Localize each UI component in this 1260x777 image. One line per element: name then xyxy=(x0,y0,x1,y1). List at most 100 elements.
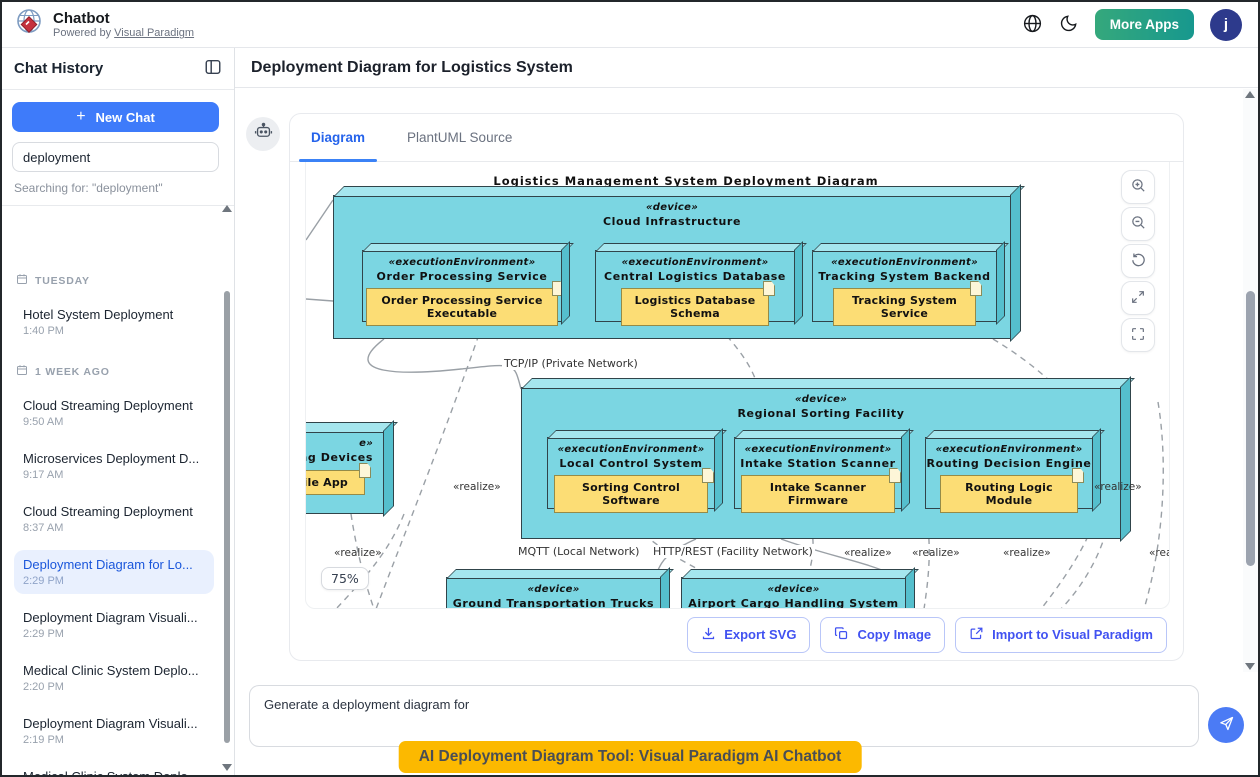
node-regional-sorting-facility: «device» Regional Sorting Facility «exec… xyxy=(521,387,1121,539)
scroll-up-arrow-icon[interactable] xyxy=(1245,91,1255,98)
zoom-in-button[interactable] xyxy=(1121,170,1155,204)
sidebar-divider xyxy=(2,205,234,206)
calendar-icon xyxy=(16,364,28,379)
zoom-in-icon xyxy=(1130,177,1147,197)
realize-label: «realize» xyxy=(334,547,382,559)
reset-view-button[interactable] xyxy=(1121,244,1155,278)
node-name-fragment: ing Devices xyxy=(306,451,373,464)
device-stereotype: «device» xyxy=(527,584,580,595)
chat-history-item[interactable]: Microservices Deployment D... 9:17 AM xyxy=(23,451,200,481)
brand: Chatbot Powered by Visual Paradigm xyxy=(14,7,194,42)
tab-diagram[interactable]: Diagram xyxy=(298,114,378,162)
env-stereotype: «executionEnvironment» xyxy=(831,257,978,268)
chat-message-input[interactable]: Generate a deployment diagram for xyxy=(249,685,1199,747)
search-status: Searching for: "deployment" xyxy=(14,181,163,195)
paper-plane-icon xyxy=(1218,715,1235,735)
chat-history-item-selected[interactable]: Deployment Diagram for Lo... 2:29 PM xyxy=(14,550,214,594)
scroll-up-arrow-icon[interactable] xyxy=(222,205,232,212)
conversation-title: Deployment Diagram for Logistics System xyxy=(251,58,573,76)
history-group-header: TUESDAY xyxy=(16,273,214,288)
fit-expand-button[interactable] xyxy=(1121,281,1155,315)
sidebar-header: Chat History xyxy=(2,48,234,90)
chat-history-item[interactable]: Cloud Streaming Deployment 9:50 AM xyxy=(23,398,193,428)
visual-paradigm-logo-icon xyxy=(14,7,44,42)
dark-mode-button[interactable] xyxy=(1059,13,1079,36)
artifact-page-icon xyxy=(1072,468,1084,483)
main-scrollbar[interactable] xyxy=(1243,89,1258,672)
calendar-icon xyxy=(16,273,28,288)
search-input[interactable] xyxy=(12,142,219,172)
visual-paradigm-link[interactable]: Visual Paradigm xyxy=(114,27,195,40)
chat-history-item[interactable]: Deployment Diagram Visuali... 2:19 PM xyxy=(23,716,198,746)
chat-history-list: TUESDAY Hotel System Deployment 1:40 PM … xyxy=(2,249,234,777)
collapse-sidebar-button[interactable] xyxy=(204,58,222,79)
node-name: Regional Sorting Facility xyxy=(737,407,905,420)
import-to-visual-paradigm-button[interactable]: Import to Visual Paradigm xyxy=(955,616,1167,653)
more-apps-button[interactable]: More Apps xyxy=(1094,9,1194,40)
top-right-controls: More Apps j xyxy=(1022,8,1242,41)
device-stereotype: «device» xyxy=(646,202,698,213)
scroll-down-arrow-icon[interactable] xyxy=(1245,663,1255,670)
moon-icon xyxy=(1059,13,1079,36)
export-svg-button[interactable]: Export SVG xyxy=(687,616,811,653)
device-stereotype: «device» xyxy=(795,394,847,405)
chat-history-sidebar: Chat History + New Chat Searching for: "… xyxy=(2,48,235,777)
chat-history-item[interactable]: Deployment Diagram Visuali... 2:29 PM xyxy=(23,610,198,640)
copy-image-button[interactable]: Copy Image xyxy=(820,616,946,653)
sidebar-title: Chat History xyxy=(14,60,104,77)
language-globe-button[interactable] xyxy=(1022,13,1043,37)
tab-plantuml-source[interactable]: PlantUML Source xyxy=(407,130,513,145)
chat-history-item[interactable]: Medical Clinic System Deplo... xyxy=(23,769,199,777)
realize-label: «realize» xyxy=(453,481,501,493)
node-central-logistics-database: «executionEnvironment» Central Logistics… xyxy=(595,250,795,326)
node-intake-station-scanner: «executionEnvironment» Intake Station Sc… xyxy=(734,437,902,513)
sidebar-scrollbar[interactable] xyxy=(222,203,232,773)
fullscreen-button[interactable] xyxy=(1121,318,1155,352)
chat-history-item[interactable]: Hotel System Deployment 1:40 PM xyxy=(23,307,174,337)
artifact-tracking-system-service: Tracking System Service xyxy=(833,281,982,326)
new-chat-button[interactable]: + New Chat xyxy=(12,102,219,132)
history-group-header: 1 WEEK AGO xyxy=(16,364,214,379)
app-title: Chatbot xyxy=(53,9,110,27)
artifact-sorting-control-software: Sorting Control Software xyxy=(554,468,714,513)
node-order-processing-service: «executionEnvironment» Order Processing … xyxy=(362,250,564,326)
node-ground-transportation-trucks: «device» Ground Transportation Trucks xyxy=(446,577,661,609)
external-link-icon xyxy=(969,626,984,644)
chat-history-item[interactable]: Medical Clinic System Deplo... 2:20 PM xyxy=(23,663,199,693)
robot-icon xyxy=(254,122,273,146)
chat-history-item[interactable]: Cloud Streaming Deployment 8:37 AM xyxy=(23,504,193,534)
node-clipped-left-devices: e» ing Devices r Mobile App xyxy=(306,431,384,514)
diagram-zoom-controls xyxy=(1121,170,1155,352)
node-cloud-infrastructure: «device» Cloud Infrastructure «execution… xyxy=(333,195,1011,339)
env-stereotype: «executionEnvironment» xyxy=(744,444,892,455)
bot-message-row: Diagram PlantUML Source xyxy=(235,89,1258,661)
scroll-down-arrow-icon[interactable] xyxy=(222,764,232,771)
node-name: Intake Station Scanner xyxy=(740,457,896,470)
link-label-http: HTTP/REST (Facility Network) xyxy=(651,545,815,558)
main-scrollbar-thumb[interactable] xyxy=(1246,291,1255,566)
artifact-page-icon xyxy=(702,468,714,483)
node-name: Ground Transportation Trucks xyxy=(452,597,655,609)
send-button[interactable] xyxy=(1208,707,1244,743)
fullscreen-brackets-icon xyxy=(1130,326,1146,345)
download-icon xyxy=(701,626,716,644)
expand-arrows-icon xyxy=(1130,289,1146,308)
zoom-out-button[interactable] xyxy=(1121,207,1155,241)
user-avatar[interactable]: j xyxy=(1210,8,1242,41)
sidebar-scrollbar-thumb[interactable] xyxy=(224,291,230,743)
device-stereotype: «device» xyxy=(767,584,820,595)
artifact-intake-scanner-firmware: Intake Scanner Firmware xyxy=(741,468,901,513)
env-stereotype: «executionEnvironment» xyxy=(557,444,705,455)
realize-label: «realize» xyxy=(1094,481,1142,493)
node-name: Order Processing Service xyxy=(376,270,548,283)
node-airport-cargo-handling-system: «device» Airport Cargo Handling System xyxy=(681,577,906,608)
zoom-out-icon xyxy=(1130,214,1147,234)
env-stereotype: «executionEnvironment» xyxy=(935,444,1083,455)
artifact-page-icon xyxy=(552,281,564,296)
link-label-tcpip: TCP/IP (Private Network) xyxy=(502,357,640,370)
node-local-control-system: «executionEnvironment» Local Control Sys… xyxy=(547,437,715,513)
artifact-page-icon xyxy=(763,281,775,296)
node-name: Cloud Infrastructure xyxy=(602,215,742,228)
diagram-canvas[interactable]: Logistics Management System Deployment D… xyxy=(305,162,1170,609)
